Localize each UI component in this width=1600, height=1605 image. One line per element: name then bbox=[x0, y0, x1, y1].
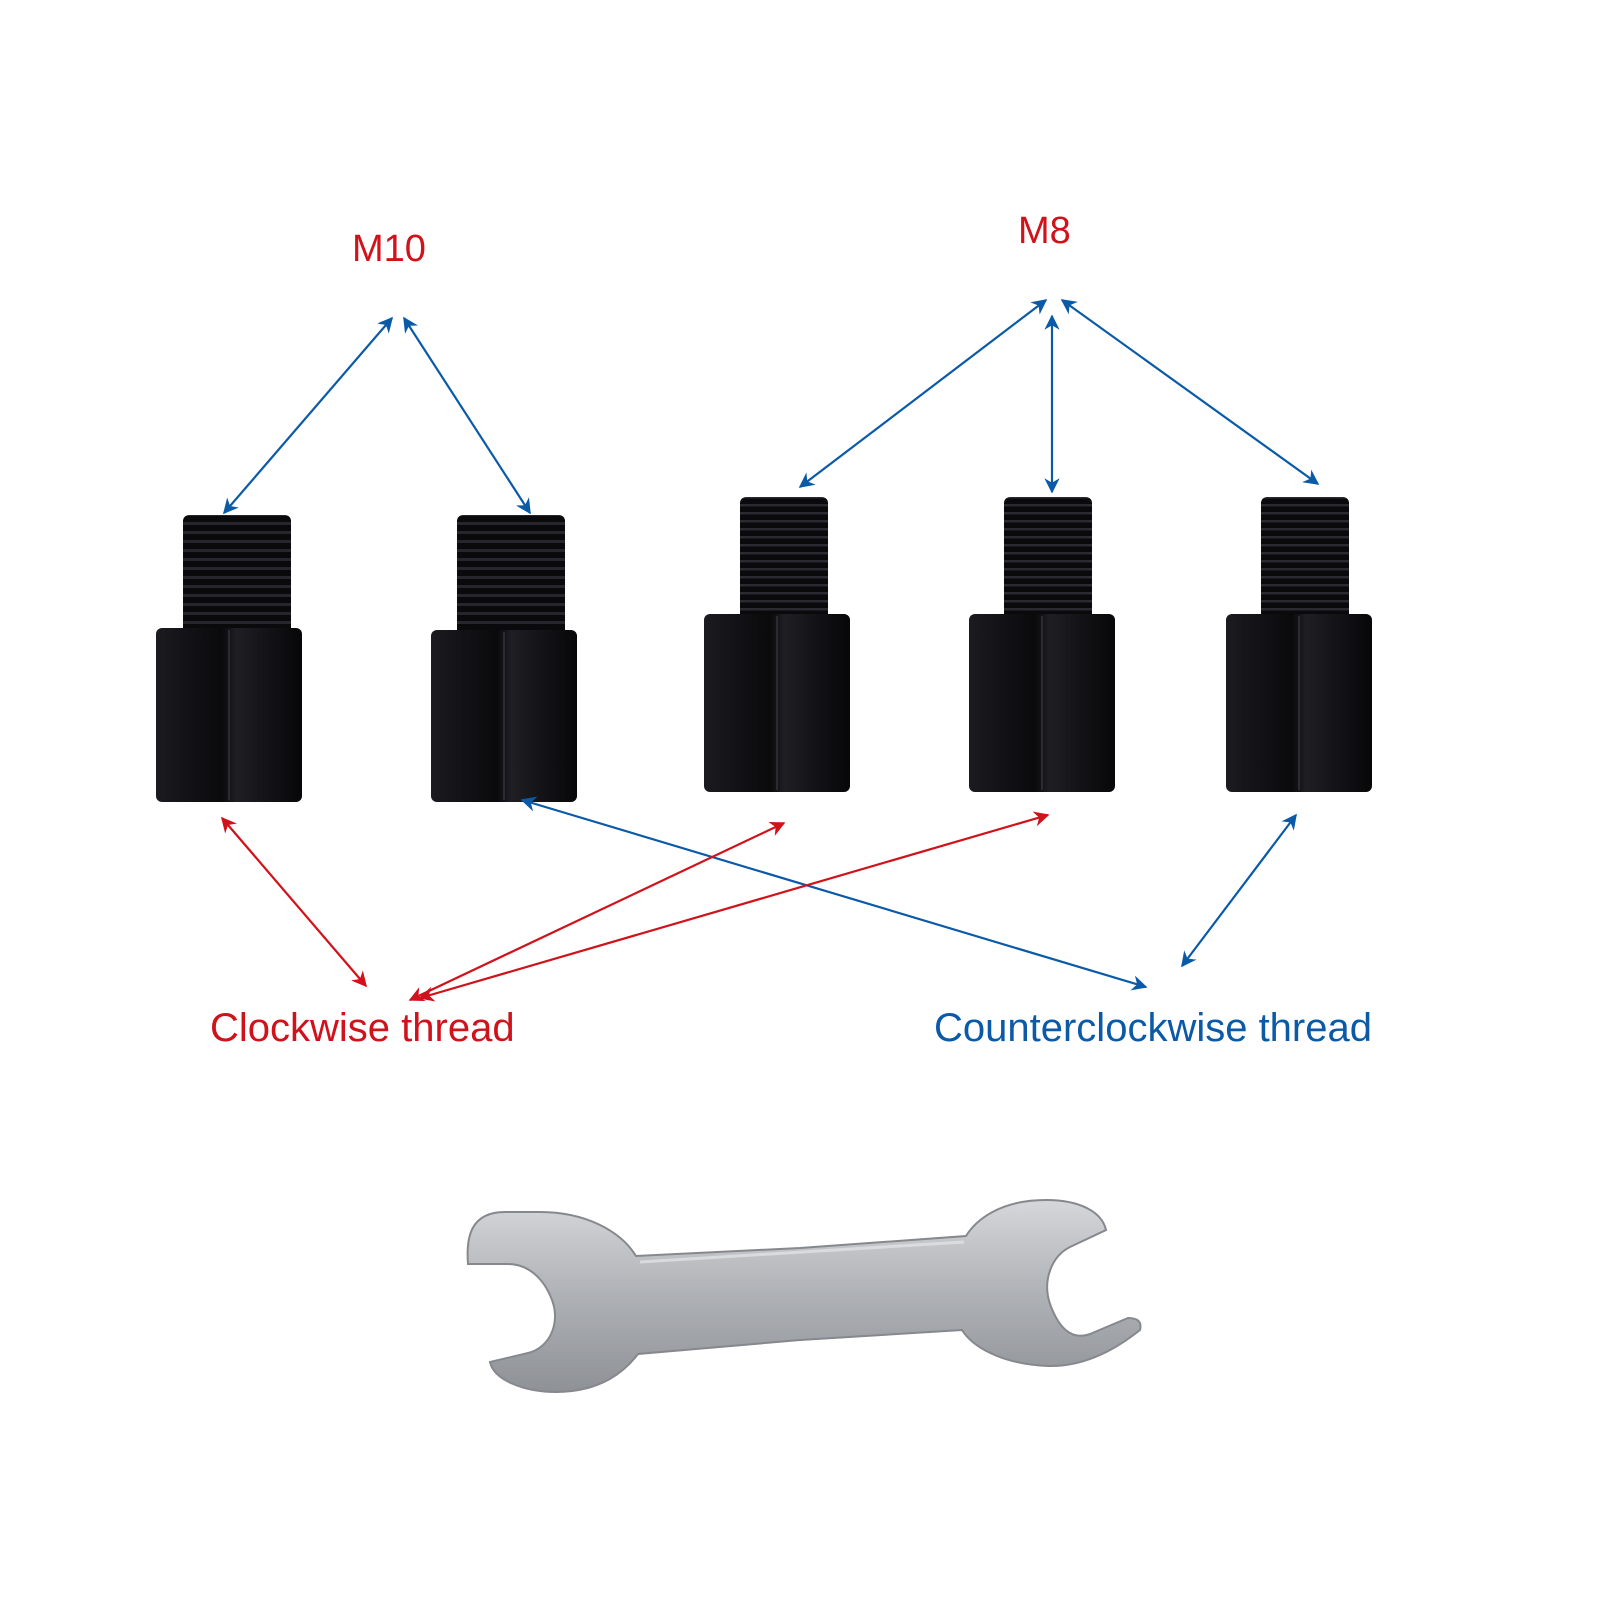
adapter-4 bbox=[969, 497, 1115, 792]
cw-arrow-adapter-1 bbox=[220, 816, 368, 988]
cw-arrow-adapter-3 bbox=[408, 821, 786, 1002]
label-m8: M8 bbox=[1018, 210, 1071, 252]
cw-arrows bbox=[220, 811, 1050, 1002]
label-m10: M10 bbox=[352, 228, 426, 270]
adapter-3 bbox=[704, 497, 850, 792]
adapter-2-thread bbox=[457, 515, 565, 641]
ccw-arrows bbox=[520, 796, 1297, 991]
adapter-4-thread bbox=[1004, 497, 1092, 625]
m8-arrow-right bbox=[1060, 299, 1320, 485]
m8-arrow-left bbox=[798, 299, 1048, 488]
adapter-2 bbox=[431, 515, 577, 802]
label-counterclockwise-thread: Counterclockwise thread bbox=[934, 1006, 1372, 1050]
cw-arrow-adapter-4 bbox=[418, 811, 1050, 1002]
m10-arrow-left bbox=[222, 316, 394, 515]
adapter-5-thread bbox=[1261, 497, 1349, 625]
m8-arrows bbox=[798, 299, 1320, 494]
adapter-5 bbox=[1226, 497, 1372, 792]
m10-arrows bbox=[222, 316, 531, 515]
ccw-arrow-adapter-5 bbox=[1181, 813, 1297, 968]
label-clockwise-thread: Clockwise thread bbox=[210, 1006, 515, 1050]
wrench-icon bbox=[466, 1198, 1142, 1394]
m10-arrow-right bbox=[403, 316, 531, 515]
wrench-body bbox=[466, 1198, 1142, 1394]
ccw-arrow-adapter-2 bbox=[520, 796, 1148, 991]
adapter-3-thread bbox=[740, 497, 828, 627]
adapter-1-thread bbox=[183, 515, 291, 637]
adapter-1 bbox=[156, 515, 302, 802]
